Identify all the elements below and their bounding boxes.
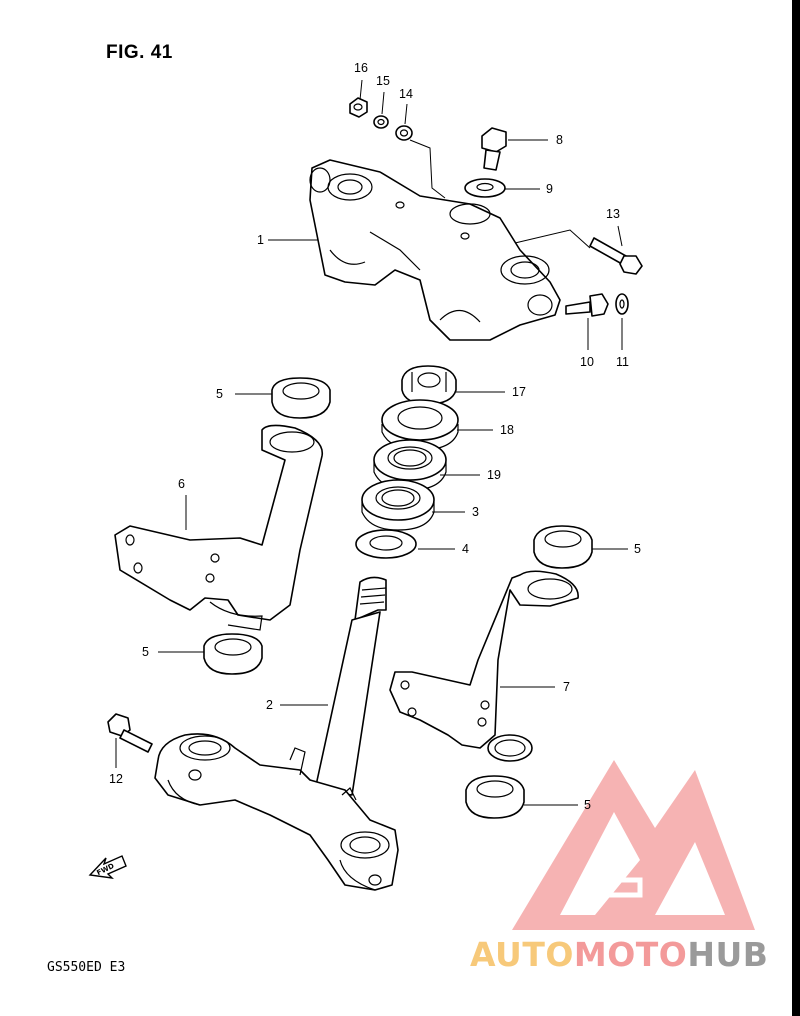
fwd-arrow-icon: FWD <box>88 855 127 879</box>
seal-5-left <box>203 633 263 675</box>
callout-5-lower-right: 5 <box>584 798 591 812</box>
figure-title: FIG. 41 <box>106 42 173 63</box>
callout-11: 11 <box>616 355 629 369</box>
model-code: GS550ED E3 <box>47 960 126 975</box>
watermark-part-1: AUTO <box>470 935 574 974</box>
callout-8: 8 <box>556 133 563 147</box>
watermark-part-3: HUB <box>687 935 769 974</box>
callout-6: 6 <box>178 477 185 491</box>
washer-4 <box>355 529 417 559</box>
watermark-part-2: MOTO <box>573 935 688 974</box>
callout-10: 10 <box>580 355 594 369</box>
callout-4: 4 <box>462 542 469 556</box>
callout-5-right: 5 <box>634 542 641 556</box>
watermark-logo-icon <box>512 760 755 930</box>
steering-nut-17 <box>401 365 457 405</box>
seal-5-lower-right <box>465 775 525 819</box>
callout-18: 18 <box>500 423 514 437</box>
watermark-text: AUTOMOTOHUB <box>470 935 768 974</box>
callout-5-left: 5 <box>142 645 149 659</box>
callout-16: 16 <box>354 61 368 75</box>
seal-5-lower-ring <box>487 734 533 762</box>
bolt-10 <box>565 293 609 317</box>
callout-9: 9 <box>546 182 553 196</box>
callout-12: 12 <box>109 772 123 786</box>
callout-19: 19 <box>487 468 501 482</box>
callout-3: 3 <box>472 505 479 519</box>
bolt-12 <box>107 713 153 753</box>
callout-7: 7 <box>563 680 570 694</box>
seal-5-top-left <box>271 377 331 419</box>
washer-14 <box>395 125 413 141</box>
nut-16 <box>349 97 368 118</box>
lock-washer-15 <box>373 115 389 129</box>
right-edge-bar <box>792 0 800 1016</box>
callout-2: 2 <box>266 698 273 712</box>
callout-1: 1 <box>257 233 264 247</box>
callout-14: 14 <box>399 87 413 101</box>
bearing-3 <box>361 479 435 531</box>
callout-13: 13 <box>606 207 620 221</box>
bolt-8 <box>481 127 507 171</box>
callout-15: 15 <box>376 74 390 88</box>
seal-5-right <box>533 525 593 569</box>
bracket-6 <box>114 424 324 631</box>
callout-17: 17 <box>512 385 526 399</box>
upper-bracket-1 <box>309 159 561 341</box>
steering-stem-2 <box>154 576 399 891</box>
washer-9 <box>464 178 506 198</box>
bracket-7 <box>389 570 579 749</box>
bolt-13 <box>589 237 643 275</box>
washer-11 <box>615 293 629 315</box>
callout-5-top-left: 5 <box>216 387 223 401</box>
leader-lines <box>115 79 628 806</box>
